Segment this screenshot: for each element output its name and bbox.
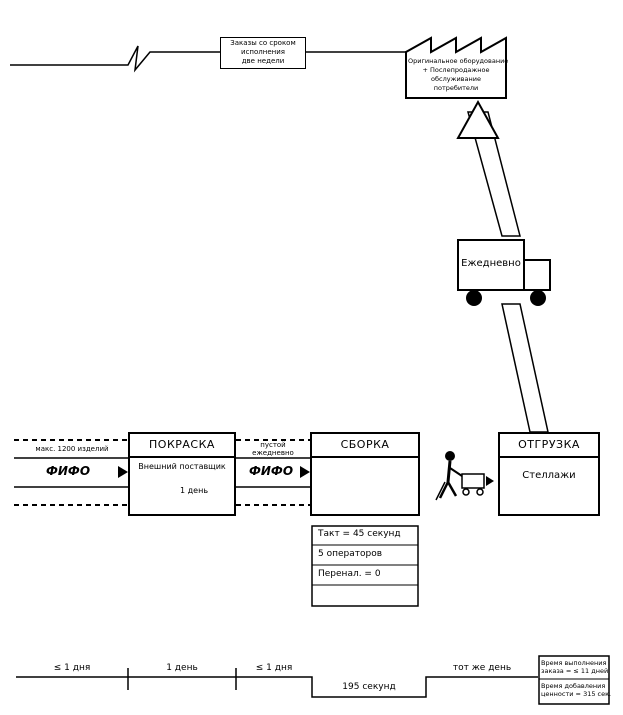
lead-time-summary-box xyxy=(538,655,610,705)
paint-title: ПОКРАСКА xyxy=(130,434,234,458)
assembly-changeover: Перенал. = 0 xyxy=(318,569,381,579)
cart-icon xyxy=(461,473,485,489)
shipping-title: ОТГРУЗКА xyxy=(500,434,598,458)
order-line-1: Заказы со сроком xyxy=(230,39,296,47)
order-line-3: две недели xyxy=(241,57,285,65)
paint-process-box: ПОКРАСКА Внешний поставщик 1 день xyxy=(128,432,236,516)
truck-wheel xyxy=(530,290,546,306)
shipping-process-box: ОТГРУЗКА Стеллажи xyxy=(498,432,600,516)
fifo-mid-label: ФИФО xyxy=(248,464,294,478)
assembly-takt: Такт = 45 секунд xyxy=(318,529,401,539)
electronic-info-flow xyxy=(10,45,220,73)
order-line-2: исполнения xyxy=(241,48,285,56)
timeline-seg-3: ≤ 1 дня xyxy=(255,663,293,673)
truck-cab xyxy=(523,259,551,291)
shipping-label: Стеллажи xyxy=(522,470,576,481)
shipment-arrow-lower xyxy=(501,303,549,433)
assembly-title: СБОРКА xyxy=(312,434,418,458)
assembly-data-box xyxy=(311,525,419,607)
customer-order-box: Заказы со сроком исполнения две недели xyxy=(220,37,306,69)
customer-line-4: потребители xyxy=(433,84,479,92)
customer-line-3: обслуживание xyxy=(431,75,481,83)
lead-time-label-1: Время выполнения xyxy=(541,659,607,667)
timeline-process: 195 секунд xyxy=(342,682,396,692)
assembly-process-box: СБОРКА xyxy=(310,432,420,516)
timeline-seg-2: 1 день xyxy=(166,663,198,673)
paint-supplier: Внешний поставщик xyxy=(138,462,226,471)
va-time-label-1: Время добавления xyxy=(541,682,606,690)
operator-icon xyxy=(445,451,455,461)
factory-icon xyxy=(405,36,507,99)
timeline-line xyxy=(16,676,538,698)
paint-inventory: 1 день xyxy=(180,486,209,495)
fifo-mid-label-1: пустой xyxy=(260,441,286,449)
lead-time-label-2: заказа = ≤ 11 дней xyxy=(541,667,609,675)
timeline-seg-4: тот же день xyxy=(452,663,512,673)
fifo-max-label: макс. 1200 изделий xyxy=(35,445,109,453)
customer-line-2: + Послепродажное xyxy=(422,66,490,74)
timeline-seg-1: ≤ 1 дня xyxy=(53,663,91,673)
truck-body xyxy=(457,239,525,291)
fifo-arrow-left xyxy=(118,466,128,478)
truck-wheel xyxy=(466,290,482,306)
withdrawal-arrow xyxy=(486,476,494,486)
customer-line-1: Оригинальное оборудование xyxy=(408,57,509,65)
truck-label: Ежедневно xyxy=(461,258,521,269)
va-time-label-2: ценности = 315 сек. xyxy=(541,690,612,698)
fifo-arrow-mid xyxy=(300,466,310,478)
shipment-arrow-head xyxy=(456,99,500,139)
fifo-left-label: ФИФО xyxy=(45,464,91,478)
fifo-mid-label-2: ежедневно xyxy=(252,449,294,457)
assembly-operators: 5 операторов xyxy=(318,549,383,559)
